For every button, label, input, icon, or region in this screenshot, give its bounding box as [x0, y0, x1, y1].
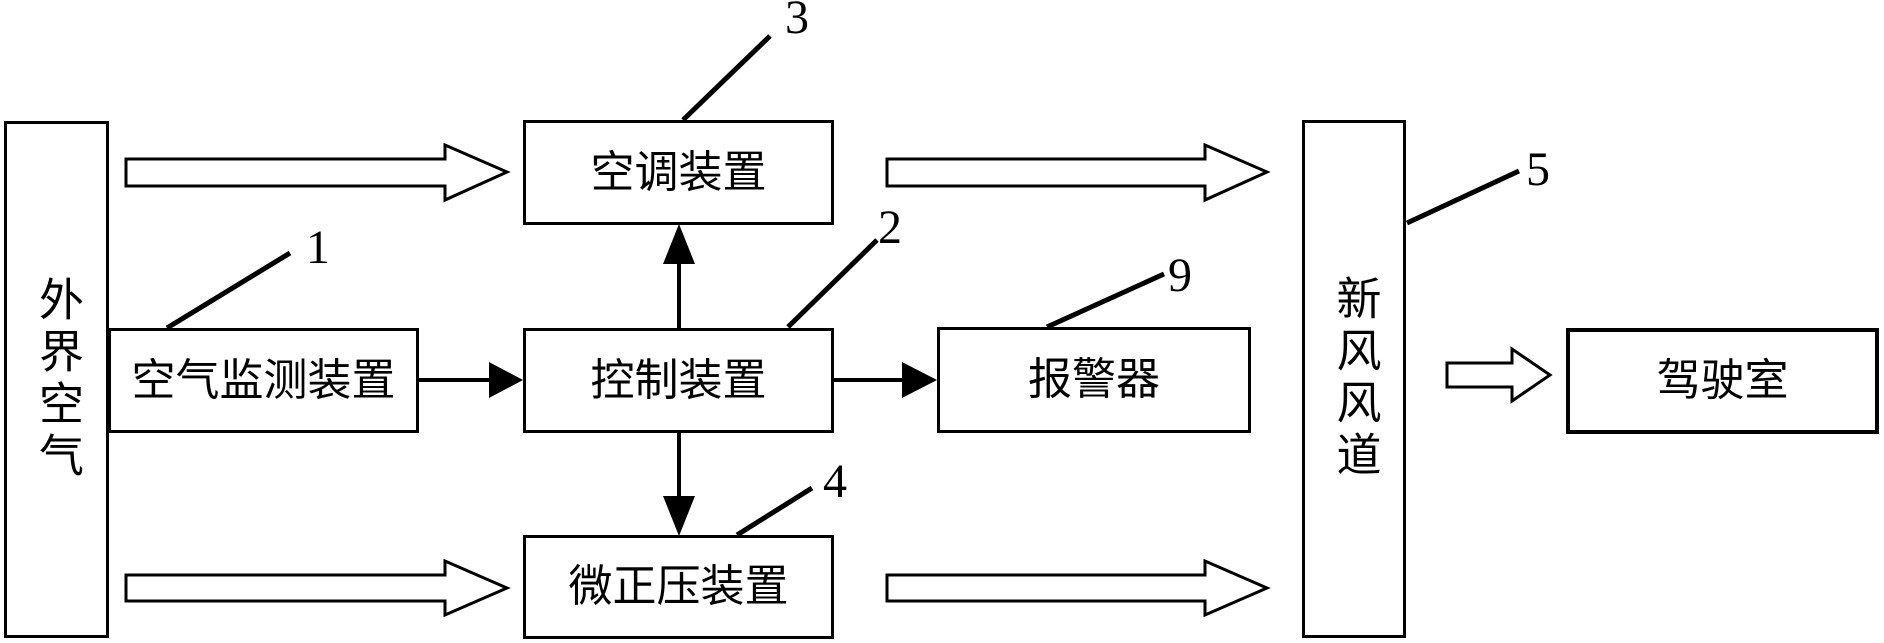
- ref-label-5: 5: [1526, 143, 1550, 196]
- leader-line-ref-1: [165, 250, 292, 331]
- leader-line-ref-2: [786, 238, 879, 329]
- block-control-unit-label: 控制装置: [590, 355, 767, 405]
- hollow-arrow-ac-to-duct: [885, 142, 1271, 203]
- block-fresh-air-duct: 新风风道: [1302, 120, 1406, 638]
- block-fresh-air-duct-label: 新风风道: [1329, 275, 1380, 483]
- block-ac-unit: 空调装置: [523, 120, 834, 225]
- hollow-arrow-micro-to-duct: [885, 558, 1271, 618]
- ref-label-9: 9: [1168, 249, 1192, 302]
- block-cab-label: 驾驶室: [1656, 356, 1789, 405]
- solid-arrow-monitor-to-control-head: [489, 362, 523, 398]
- block-air-monitor: 空气监测装置: [108, 328, 419, 433]
- solid-arrow-control-to-ac-head: [663, 224, 695, 264]
- block-alarm-label: 报警器: [1028, 355, 1160, 404]
- block-cab: 驾驶室: [1566, 328, 1879, 434]
- leader-line-ref-9: [1045, 271, 1166, 330]
- hollow-arrow-outside-to-micro: [124, 558, 511, 618]
- block-outside-air: 外界空气: [4, 121, 109, 638]
- solid-arrow-control-to-micro-head: [663, 496, 695, 536]
- block-micro-pressure: 微正压装置: [523, 535, 834, 639]
- ref-label-3: 3: [785, 0, 809, 44]
- solid-arrow-control-to-alarm-head: [902, 362, 937, 398]
- block-alarm: 报警器: [937, 327, 1251, 433]
- ref-label-1: 1: [306, 221, 330, 274]
- hollow-arrow-duct-to-cab: [1445, 346, 1553, 404]
- block-control-unit: 控制装置: [523, 328, 834, 433]
- block-outside-air-label: 外界空气: [32, 275, 82, 484]
- leader-line-ref-4: [735, 485, 814, 538]
- ref-label-4: 4: [823, 455, 847, 508]
- hollow-arrow-outside-to-ac: [124, 142, 511, 203]
- block-micro-pressure-label: 微正压装置: [568, 562, 789, 611]
- block-ac-unit-label: 空调装置: [590, 147, 767, 197]
- block-air-monitor-label: 空气监测装置: [131, 355, 396, 405]
- ref-label-2: 2: [878, 201, 902, 254]
- leader-line-ref-5: [1405, 168, 1521, 226]
- leader-line-ref-3: [681, 34, 772, 122]
